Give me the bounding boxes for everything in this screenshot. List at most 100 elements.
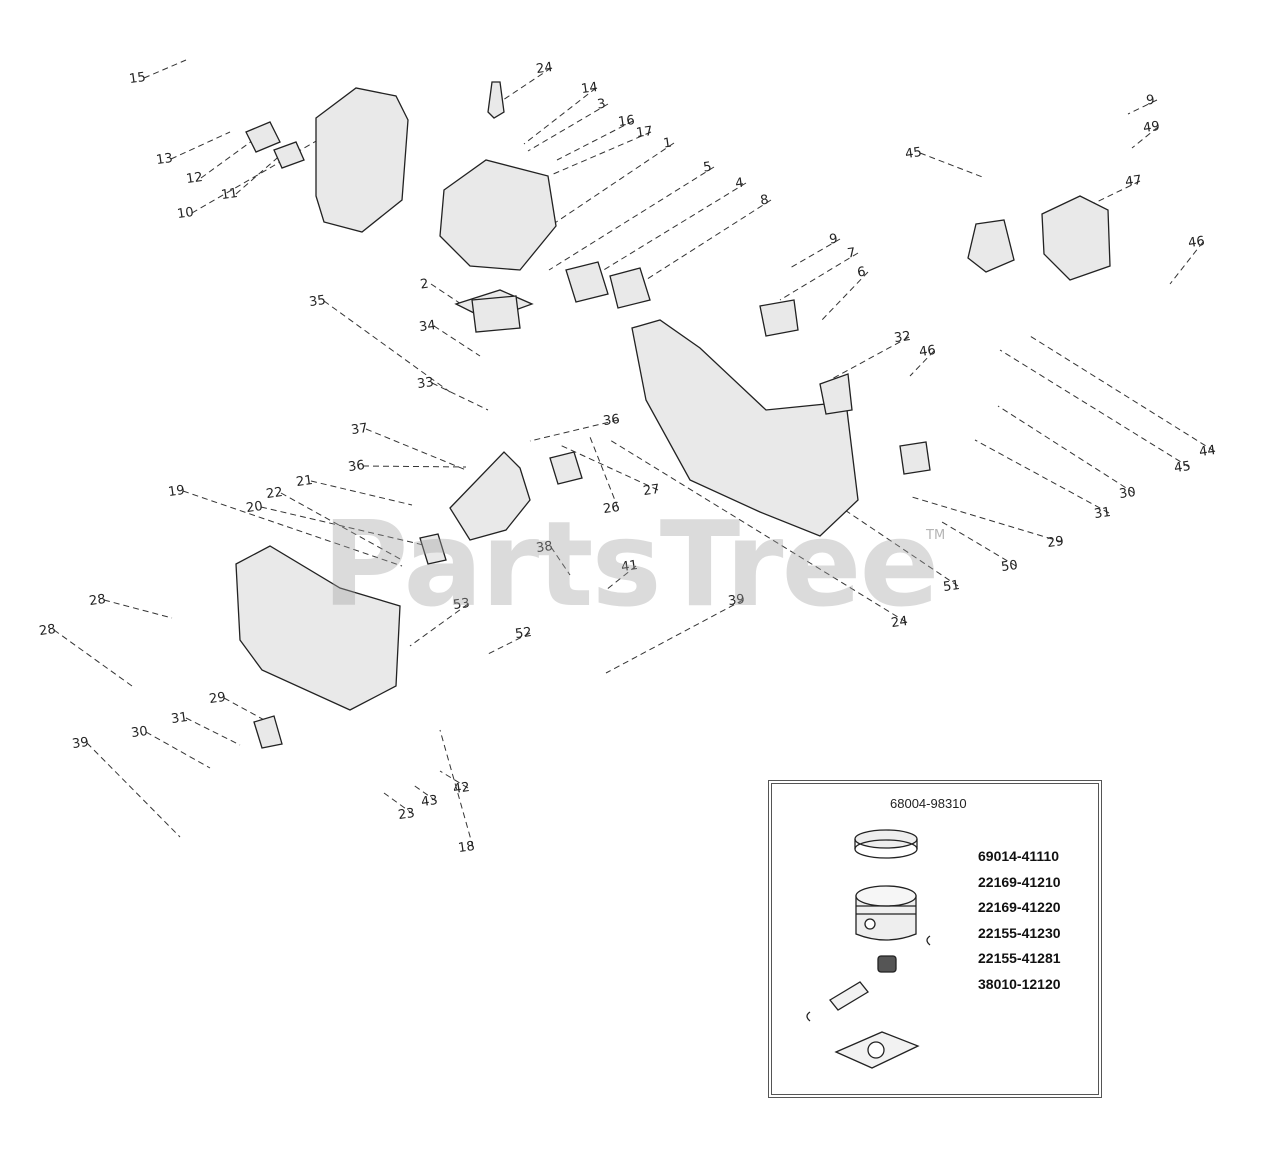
callout-leader-line (1029, 335, 1215, 452)
bearing-right-icon (549, 451, 583, 485)
part-callout-number: 9 (828, 232, 838, 248)
carburetor-icon (759, 299, 799, 337)
callout-leader-line (919, 152, 986, 179)
callout-leader-line (433, 325, 481, 357)
kit-part-number: 69014-41110 (978, 848, 1059, 864)
mount-icon (819, 373, 853, 415)
part-callout-number: 46 (918, 343, 936, 360)
callout-leader-line (431, 382, 489, 411)
part-callout-number: 44 (1198, 443, 1216, 460)
part-callout-number: 45 (1173, 459, 1191, 476)
part-callout-number: 29 (1046, 534, 1064, 551)
part-callout-number: 50 (1000, 558, 1018, 575)
piston-clip-icon (926, 935, 931, 946)
part-callout-number: 30 (1118, 485, 1136, 502)
part-callout-number: 42 (452, 780, 470, 797)
part-callout-number: 17 (635, 124, 653, 141)
part-callout-number: 5 (702, 160, 712, 176)
callout-leader-line (143, 59, 187, 79)
callout-leader-line (829, 336, 910, 381)
part-callout-number: 12 (185, 170, 203, 187)
part-callout-number: 46 (1187, 234, 1205, 251)
callout-leader-line (86, 742, 181, 838)
callout-leader-line (589, 436, 619, 509)
part-callout-number: 31 (1093, 505, 1111, 522)
callout-leader-line (200, 137, 257, 179)
callout-leader-line (1131, 126, 1159, 149)
part-callout-number: 29 (208, 690, 226, 707)
callout-leader-line (310, 480, 413, 506)
insulator-icon (609, 267, 651, 309)
part-callout-number: 37 (350, 421, 368, 438)
callout-leader-line (185, 717, 241, 746)
part-callout-number: 10 (176, 205, 194, 222)
part-callout-number: 22 (265, 485, 283, 502)
part-callout-number: 41 (620, 558, 638, 575)
callout-leader-line (779, 252, 859, 301)
part-callout-number: 7 (846, 246, 856, 262)
callout-leader-line (53, 629, 133, 687)
callout-leader-line (909, 350, 935, 377)
part-callout-number: 21 (295, 473, 313, 490)
crankcase-left-icon (235, 545, 401, 711)
intake-flange-icon (565, 261, 609, 303)
part-callout-number: 30 (130, 724, 148, 741)
piston-icon (471, 295, 521, 333)
part-callout-number: 23 (397, 806, 415, 823)
callout-leader-line (941, 521, 1017, 567)
callout-leader-line (145, 731, 211, 769)
crankshaft-icon (449, 451, 531, 541)
flywheel-fan-icon (967, 219, 1015, 273)
part-callout-number: 36 (602, 412, 620, 429)
part-callout-number: 1 (662, 136, 672, 152)
part-callout-number: 24 (535, 60, 553, 77)
part-callout-number: 32 (893, 329, 911, 346)
part-callout-number: 52 (514, 625, 532, 642)
part-callout-number: 31 (170, 710, 188, 727)
part-callout-number: 4 (734, 176, 744, 192)
part-callout-number: 39 (71, 735, 89, 752)
callout-leader-line (439, 770, 469, 789)
part-callout-number: 9 (1145, 93, 1155, 109)
callout-leader-line (409, 603, 469, 647)
part-callout-number: 33 (416, 375, 434, 392)
part-callout-number: 49 (1142, 119, 1160, 136)
cylinder-icon (439, 159, 557, 271)
callout-leader-line (365, 428, 467, 471)
part-callout-number: 26 (602, 500, 620, 517)
part-callout-number: 2 (419, 277, 429, 293)
callout-leader-line (280, 492, 403, 561)
callout-leader-line (829, 499, 959, 587)
part-callout-number: 11 (220, 186, 238, 203)
callout-leader-line (430, 283, 471, 311)
kit-part-number: 22155-41281 (978, 950, 1061, 966)
kit-part-number: 22169-41210 (978, 873, 1061, 890)
bearing-left-icon (419, 533, 447, 565)
callout-leader-line (439, 729, 474, 848)
part-callout-number: 24 (890, 614, 908, 631)
partstree-watermark: PartsTree (322, 495, 940, 633)
callout-leader-line (362, 465, 467, 468)
part-callout-number: 13 (155, 151, 173, 168)
callout-leader-line (383, 792, 414, 815)
callout-leader-line (605, 599, 744, 674)
part-callout-number: 51 (942, 578, 960, 595)
kit-parts-drawing (806, 829, 931, 1069)
callout-leader-line (819, 271, 869, 323)
part-callout-number: 38 (535, 539, 553, 556)
part-callout-number: 15 (128, 70, 146, 87)
part-callout-number: 18 (457, 839, 475, 856)
crankcase-right-icon (631, 319, 859, 537)
part-callout-number: 6 (856, 265, 866, 281)
piston-kit-box: 68004-98310 (768, 780, 1102, 1098)
callout-leader-line (550, 131, 652, 176)
part-callout-number: 28 (88, 592, 106, 609)
callout-leader-line (103, 599, 173, 619)
callout-leader-line (911, 496, 1063, 543)
part-callout-number: 34 (418, 318, 436, 335)
callout-leader-line (170, 131, 231, 160)
callout-leader-line (223, 697, 269, 723)
callout-leader-line (523, 87, 597, 145)
kit-part-number: 22155-41230 (978, 924, 1061, 941)
